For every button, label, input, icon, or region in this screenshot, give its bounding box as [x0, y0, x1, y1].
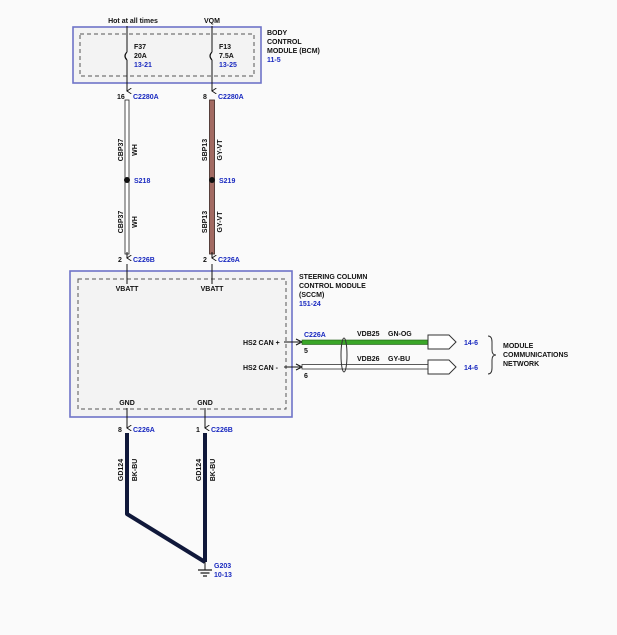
- wire-gnd-right-color: BK-BU: [210, 459, 217, 482]
- wire-left-lower-color: WH: [132, 216, 139, 228]
- wire-left-lower-circuit: CBP37: [118, 211, 125, 234]
- sccm-vbatt-right: VBATT: [201, 286, 225, 293]
- wire-vdb26-gybu: [301, 364, 429, 370]
- network-name-line-3: NETWORK: [503, 361, 539, 368]
- fuse-f13-ref: 13-25: [219, 62, 237, 69]
- c226a-gnd-pin: 8: [118, 427, 122, 434]
- splice-s219-label: S219: [219, 178, 235, 185]
- wire-can-plus-circuit: VDB25: [357, 331, 380, 338]
- network-name-line-1: MODULE: [503, 343, 534, 350]
- splice-s218-label: S218: [134, 178, 150, 185]
- c226a-can-name: C226A: [304, 332, 326, 339]
- sccm-name-line-2: CONTROL MODULE: [299, 283, 366, 290]
- wire-vdb25-gnog: [301, 339, 429, 345]
- fuse-f37-id: F37: [134, 44, 146, 51]
- c226a-right-name: C226A: [218, 257, 240, 264]
- network-ref-minus: 14-6: [464, 365, 478, 372]
- c226a-can-pin-minus: 6: [304, 373, 308, 380]
- c2280a-right-name: C2280A: [218, 94, 244, 101]
- wire-can-minus-color: GY-BU: [388, 356, 410, 363]
- wire-gnd-right-circuit: GD124: [196, 459, 203, 481]
- c226a-right-pin: 2: [203, 257, 207, 264]
- sccm-hs2-plus: HS2 CAN +: [243, 340, 280, 347]
- wire-left-upper-color: WH: [132, 144, 139, 156]
- c226b-left-name: C226B: [133, 257, 155, 264]
- c226b-gnd-pin: 1: [196, 427, 200, 434]
- wire-gnd-left-circuit: GD124: [118, 459, 125, 481]
- sccm-gnd-right: GND: [197, 400, 213, 407]
- fuse-f37-symbol: [124, 51, 128, 61]
- bcm-module: BODY CONTROL MODULE (BCM) 11-5: [72, 26, 320, 84]
- fuse-f37-rating: 20A: [134, 53, 147, 60]
- source-hot-label: Hot at all times: [108, 18, 158, 25]
- ground-ref: 10-13: [214, 572, 232, 579]
- network-name-line-2: COMMUNICATIONS: [503, 352, 569, 359]
- c226b-gnd-name: C226B: [211, 427, 233, 434]
- bcm-inner-box: [79, 33, 255, 77]
- fuse-f13-rating: 7.5A: [219, 53, 234, 60]
- bcm-ref: 11-5: [267, 57, 281, 64]
- network-ref-plus: 14-6: [464, 340, 478, 347]
- bcm-name-line-1: BODY: [267, 30, 288, 37]
- twisted-pair-ellipse: [340, 337, 348, 373]
- bcm-outer-box: [72, 26, 262, 84]
- sccm-name-line-1: STEERING COLUMN: [299, 274, 367, 281]
- splice-s218-dot: [124, 177, 130, 183]
- sccm-name-line-3: (SCCM): [299, 292, 324, 299]
- network-brace: [487, 335, 497, 375]
- bcm-name-line-3: MODULE (BCM): [267, 48, 320, 55]
- wire-left-upper-circuit: CBP37: [118, 139, 125, 162]
- c2280a-left-name: C2280A: [133, 94, 159, 101]
- sccm-gnd-left: GND: [119, 400, 135, 407]
- wire-right-lower-circuit: SBP13: [202, 211, 209, 233]
- wire-gnd-left-color: BK-BU: [132, 459, 139, 482]
- can-plus-offpage-connector: [427, 334, 457, 350]
- source-vqm-label: VQM: [204, 18, 220, 25]
- fuse-f37-ref: 13-21: [134, 62, 152, 69]
- wire-can-plus-color: GN-OG: [388, 331, 412, 338]
- c226a-gnd-name: C226A: [133, 427, 155, 434]
- sccm-vbatt-left: VBATT: [116, 286, 140, 293]
- c2280a-right-pin: 8: [203, 94, 207, 101]
- wire-gd124-left: [125, 433, 207, 564]
- sccm-ref: 151-24: [299, 301, 321, 308]
- wire-right-upper-color: GY-VT: [217, 139, 224, 161]
- c226b-left-pin: 2: [118, 257, 122, 264]
- sccm-outer-box: [69, 270, 293, 418]
- fuse-f13-symbol: [209, 51, 213, 61]
- can-minus-offpage-connector: [427, 359, 457, 375]
- wire-right-upper-circuit: SBP13: [202, 139, 209, 161]
- sccm-inner-box: [77, 278, 287, 410]
- splice-s219-dot: [209, 177, 215, 183]
- fuse-f13-id: F13: [219, 44, 231, 51]
- sccm-module: STEERING COLUMN CONTROL MODULE (SCCM) 15…: [69, 270, 367, 418]
- wire-can-minus-circuit: VDB26: [357, 356, 380, 363]
- sccm-hs2-minus: HS2 CAN -: [243, 365, 279, 372]
- wire-right-lower-color: GY-VT: [217, 211, 224, 233]
- c226a-can-pin-plus: 5: [304, 348, 308, 355]
- bcm-name-line-2: CONTROL: [267, 39, 302, 46]
- c2280a-left-pin: 16: [117, 94, 125, 101]
- ground-id: G203: [214, 563, 231, 570]
